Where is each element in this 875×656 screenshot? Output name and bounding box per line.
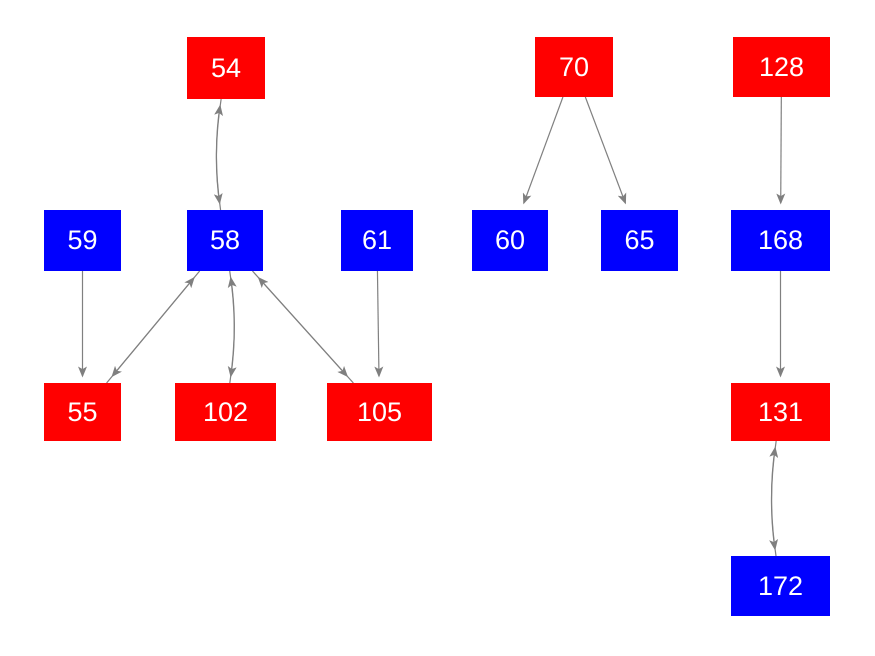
graph-node-65[interactable]: 65 bbox=[601, 210, 678, 271]
node-label: 60 bbox=[494, 225, 526, 255]
graph-node-70[interactable]: 70 bbox=[535, 37, 613, 97]
graph-edge-55-to-58 bbox=[106, 276, 195, 384]
node-label: 54 bbox=[210, 52, 242, 83]
graph-node-61[interactable]: 61 bbox=[341, 210, 413, 271]
graph-edge-61-to-105 bbox=[374, 270, 384, 378]
graph-edge-70-to-60 bbox=[522, 96, 564, 205]
node-label: 168 bbox=[757, 225, 804, 255]
graph-node-105[interactable]: 105 bbox=[327, 383, 432, 441]
graph-edge-105-to-58 bbox=[257, 276, 354, 384]
graph-edge-172-to-131 bbox=[769, 446, 779, 557]
graph-node-60[interactable]: 60 bbox=[472, 210, 548, 271]
graph-edge-70-to-65 bbox=[584, 96, 627, 205]
graph-node-58[interactable]: 58 bbox=[187, 210, 263, 271]
graph-node-59[interactable]: 59 bbox=[44, 210, 121, 271]
graph-node-128[interactable]: 128 bbox=[733, 37, 830, 97]
node-label: 172 bbox=[757, 570, 804, 601]
graph-node-168[interactable]: 168 bbox=[731, 210, 830, 271]
graph-node-172[interactable]: 172 bbox=[731, 556, 830, 616]
graph-node-55[interactable]: 55 bbox=[44, 383, 121, 441]
node-label: 65 bbox=[624, 225, 655, 255]
node-label: 55 bbox=[67, 396, 98, 427]
node-label: 58 bbox=[209, 225, 241, 255]
graph-edge-102-to-58 bbox=[227, 276, 237, 384]
graph-node-102[interactable]: 102 bbox=[175, 383, 276, 441]
node-label: 131 bbox=[757, 396, 804, 427]
node-label: 102 bbox=[202, 396, 249, 427]
graph-edge-128-to-168 bbox=[776, 96, 786, 205]
node-label: 70 bbox=[558, 51, 590, 82]
edge-paths bbox=[78, 96, 786, 557]
graph-edge-58-to-54 bbox=[214, 104, 224, 211]
graph-node-131[interactable]: 131 bbox=[731, 383, 830, 441]
node-label: 128 bbox=[758, 51, 805, 82]
node-label: 59 bbox=[67, 225, 98, 255]
graph-node-54[interactable]: 54 bbox=[187, 37, 265, 99]
node-label: 105 bbox=[356, 396, 403, 427]
node-label: 61 bbox=[361, 225, 393, 255]
